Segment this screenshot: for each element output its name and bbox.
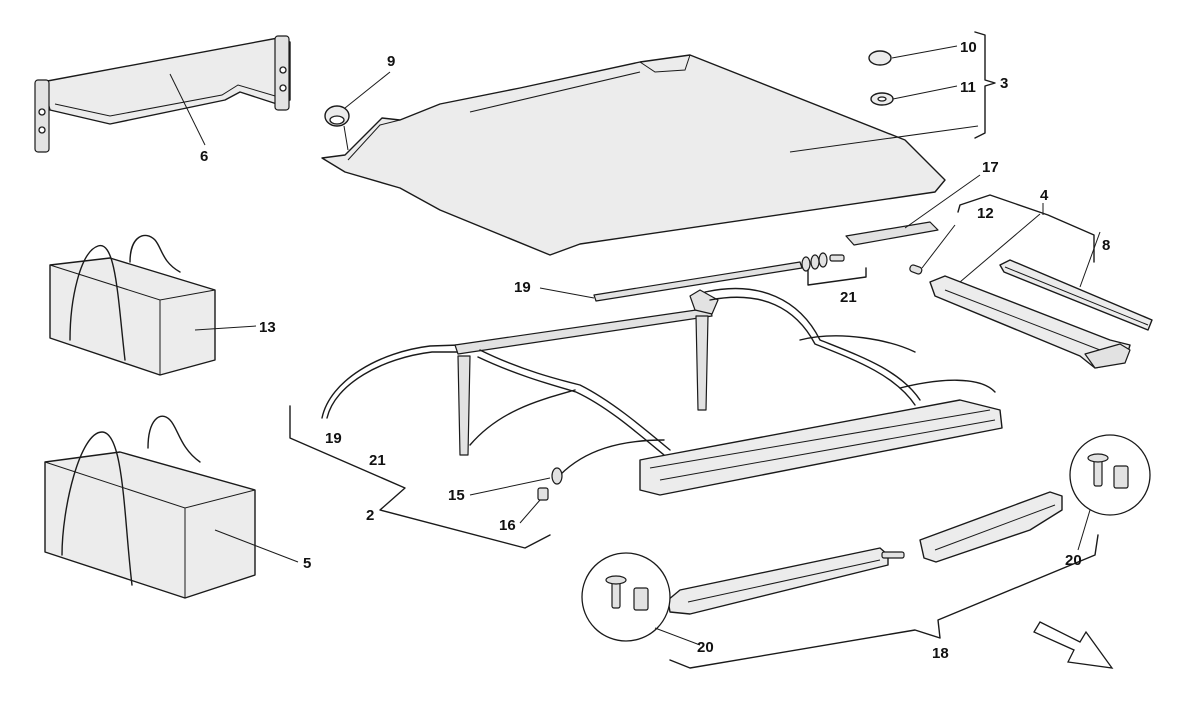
part-18-side-rail-right [919,491,1063,563]
direction-arrow-icon [1033,621,1114,669]
part-4-rear-rail [929,275,1131,369]
callout-4: 4 [1040,187,1049,204]
callout-19-top: 19 [514,279,531,296]
callout-9: 9 [387,53,395,70]
part-15-ring [551,467,563,485]
part-10-cap [868,50,892,66]
callout-15: 15 [448,487,465,504]
part-8-seal-strip [999,259,1153,331]
callout-6: 6 [200,148,208,165]
part-5-storage-bag [44,415,256,599]
part-13-storage-bag [49,234,216,376]
part-16-screw [537,487,549,501]
part-6-cover-frame [34,35,291,153]
callout-21-top: 21 [840,289,857,306]
part-2-top-frame [321,287,996,476]
callout-3: 3 [1000,75,1008,92]
part-18-side-rail-left [667,547,905,615]
part-12-pin [909,264,923,275]
part-3-soft-top-cover [321,54,946,256]
part-17-label [845,221,939,246]
part-11-washer [870,92,894,106]
part-9-grommet [324,105,350,127]
callout-12: 12 [977,205,994,222]
callout-20-right: 20 [1065,552,1082,569]
callout-5: 5 [303,555,311,572]
part-20-detail-right [1069,434,1151,516]
part-20-detail-left [581,552,671,642]
callout-21-left: 21 [369,452,386,469]
callout-17: 17 [982,159,999,176]
callout-13: 13 [259,319,276,336]
callout-2: 2 [366,507,374,524]
callout-10: 10 [960,39,977,56]
callout-8: 8 [1102,237,1110,254]
callout-18: 18 [932,645,949,662]
part-19-rod-top [593,261,803,302]
callout-11: 11 [960,79,976,96]
rear-cross-member [639,399,1003,496]
part-21-washers-top [801,252,845,272]
callout-19-left: 19 [325,430,342,447]
callout-20-left: 20 [697,639,714,656]
callout-16: 16 [499,517,516,534]
